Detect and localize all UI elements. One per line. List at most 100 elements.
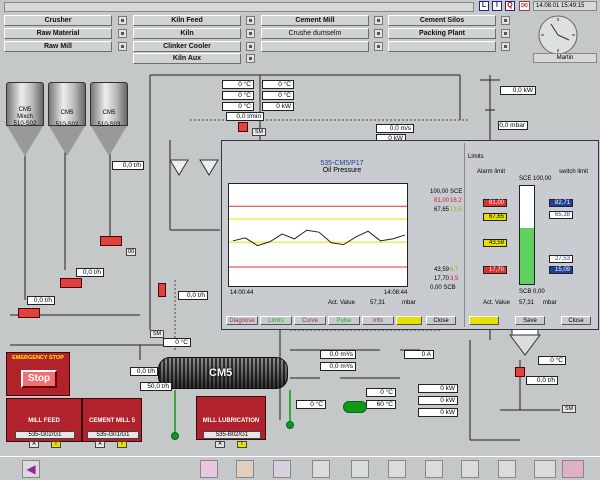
nav-raw-mill[interactable]: Raw Mill <box>4 41 112 52</box>
tab-limits[interactable]: Limits <box>260 316 292 325</box>
alarm-1[interactable]: 81,00 <box>483 199 507 207</box>
mill-lubrication-i[interactable]: I <box>237 441 247 448</box>
toolbar-overview-icon[interactable] <box>200 460 218 478</box>
nav-cement-silos[interactable]: Cement Silos <box>388 15 496 26</box>
nav-packing-plant[interactable]: Packing Plant <box>388 28 496 39</box>
nav-crushe-dumselm[interactable]: Crushe dumselm <box>261 28 369 39</box>
switch-limit-header: switch limit <box>559 169 589 175</box>
mill-feed-a[interactable]: A <box>29 441 39 448</box>
feed-rate-3: 0,0 t/h <box>27 296 55 305</box>
trend-pane: 535-CM5/P17 Oil Pressure 100,00 SCE 81,0… <box>224 143 463 327</box>
mill-lubrication-panel[interactable]: MILL LUBRICATION 535-B02/G1 A I <box>196 396 266 448</box>
nav-kiln[interactable]: Kiln <box>133 28 241 39</box>
nav-raw-material-icon[interactable] <box>118 29 127 38</box>
toolbar-save-icon[interactable] <box>425 460 443 478</box>
toolbar-settings-icon[interactable] <box>388 460 406 478</box>
nav-kiln-aux[interactable]: Kiln Aux <box>133 53 241 64</box>
damper-icon[interactable] <box>515 367 525 377</box>
limits-title: Limits <box>468 154 484 160</box>
feeder-1[interactable] <box>100 236 122 246</box>
time-start: 14:00:44 <box>230 290 254 296</box>
switch-2[interactable]: 65,38 <box>549 211 573 219</box>
nav-clinker-cooler-icon[interactable] <box>246 42 255 51</box>
nav-raw-mill-icon[interactable] <box>118 42 127 51</box>
pressure-right: 0,0 mbar <box>498 121 528 130</box>
tab-yellow[interactable] <box>396 316 422 325</box>
toolbar-print-icon[interactable] <box>351 460 369 478</box>
switch-4[interactable]: 15,09 <box>549 266 573 274</box>
silo-2[interactable]: CM5 510-S02 <box>48 82 86 156</box>
nav-col4-empty-icon[interactable] <box>501 42 510 51</box>
alarm-3[interactable]: 43,59 <box>483 239 507 247</box>
toolbar-trend-icon[interactable] <box>236 460 254 478</box>
nav-crusher-icon[interactable] <box>118 16 127 25</box>
stop-button[interactable]: Stop <box>21 370 57 388</box>
toolbar-alarm-icon[interactable] <box>273 460 291 478</box>
nav-crusher[interactable]: Crusher <box>4 15 112 26</box>
scale-top: 100,00 SCE <box>430 189 463 195</box>
silo-2-name: CM5 <box>60 110 74 116</box>
mill-lubrication-a[interactable]: A <box>215 441 225 448</box>
feeder-2[interactable] <box>60 278 82 288</box>
mill-feed-i[interactable]: I <box>51 441 61 448</box>
toolbar-logout-icon[interactable] <box>562 460 584 478</box>
toolbar-exit-icon[interactable] <box>534 460 556 478</box>
motor-lubrication[interactable] <box>286 421 294 429</box>
nav-cement-mill-icon[interactable] <box>374 16 383 25</box>
mill-temp: 0 °C <box>163 338 191 347</box>
silo-1[interactable]: CM5 Mixch 510-S02 <box>6 82 44 156</box>
icon-q[interactable]: Q <box>505 1 515 11</box>
nav-cement-silos-icon[interactable] <box>501 16 510 25</box>
limit-save-button[interactable]: Save <box>515 316 545 325</box>
tab-curve[interactable]: Curve <box>294 316 326 325</box>
scale-43-extra: 8,7 <box>450 267 459 273</box>
nav-col3-empty-icon[interactable] <box>374 42 383 51</box>
nav-raw-material[interactable]: Raw Material <box>4 28 112 39</box>
envelope-icon[interactable]: ✉ <box>519 1 530 11</box>
scale-bottom: 0,00 SCB <box>430 285 456 291</box>
switch-1[interactable]: 82,71 <box>549 199 573 207</box>
mill-feed-rate: 50,0 t/h <box>140 382 172 391</box>
nav-packing-plant-icon[interactable] <box>501 29 510 38</box>
nav-col4-empty[interactable] <box>388 41 496 52</box>
nav-kiln-feed[interactable]: Kiln Feed <box>133 15 241 26</box>
toolbar-diagnostic-icon[interactable] <box>498 460 516 478</box>
scale-81: 81,00 <box>434 198 450 204</box>
nav-col3-empty[interactable] <box>261 41 369 52</box>
alarm-2[interactable]: 67,65 <box>483 213 507 221</box>
feeder-3[interactable] <box>18 308 40 318</box>
cement-mill-panel[interactable]: CEMENT MILL 5 535-G01/G1 A I <box>82 398 142 448</box>
back-arrow-icon[interactable]: ◀ <box>22 460 40 478</box>
tab-info[interactable]: Info <box>362 316 394 325</box>
icon-i[interactable]: I <box>492 1 502 11</box>
limit-close-button[interactable]: Close <box>561 316 591 325</box>
nav-bar: Crusher Raw Material Raw Mill Kiln Feed … <box>0 0 600 68</box>
cement-mill[interactable]: CM5 <box>158 357 288 389</box>
alarm-4[interactable]: 17,70 <box>483 266 507 274</box>
mill-feed-tag: 535-G02/G1 <box>15 431 75 439</box>
nav-kiln-feed-icon[interactable] <box>246 16 255 25</box>
nav-cement-mill[interactable]: Cement Mill <box>261 15 369 26</box>
icon-l[interactable]: L <box>479 1 489 11</box>
limit-yellow-button[interactable] <box>469 316 499 325</box>
tab-diagnose[interactable]: Diagnose <box>226 316 258 325</box>
motor-mill-feed[interactable] <box>171 432 179 440</box>
nav-clinker-cooler[interactable]: Clinker Cooler <box>133 41 241 52</box>
toolbar-grid-icon[interactable] <box>461 460 479 478</box>
mill-feed-panel[interactable]: MILL FEED 535-G02/G1 A I <box>6 398 82 448</box>
mill-lubrication-title: MILL LUBRICATION <box>202 418 260 424</box>
fan-icon[interactable] <box>343 401 367 413</box>
trend-close-button[interactable]: Close <box>426 316 456 325</box>
nav-kiln-aux-icon[interactable] <box>246 54 255 63</box>
cement-mill-a[interactable]: A <box>95 441 105 448</box>
sce-value: 100,00 <box>533 176 552 182</box>
trend-series-line <box>232 229 406 247</box>
valve-icon[interactable] <box>238 122 248 132</box>
nav-crushe-dumselm-icon[interactable] <box>374 29 383 38</box>
silo-3[interactable]: CM5 510-S03 <box>90 82 128 156</box>
toolbar-network-icon[interactable] <box>312 460 330 478</box>
nav-kiln-icon[interactable] <box>246 29 255 38</box>
cement-mill-i[interactable]: I <box>117 441 127 448</box>
switch-3[interactable]: 27,53 <box>549 255 573 263</box>
tab-pulse[interactable]: Pulse <box>328 316 360 325</box>
